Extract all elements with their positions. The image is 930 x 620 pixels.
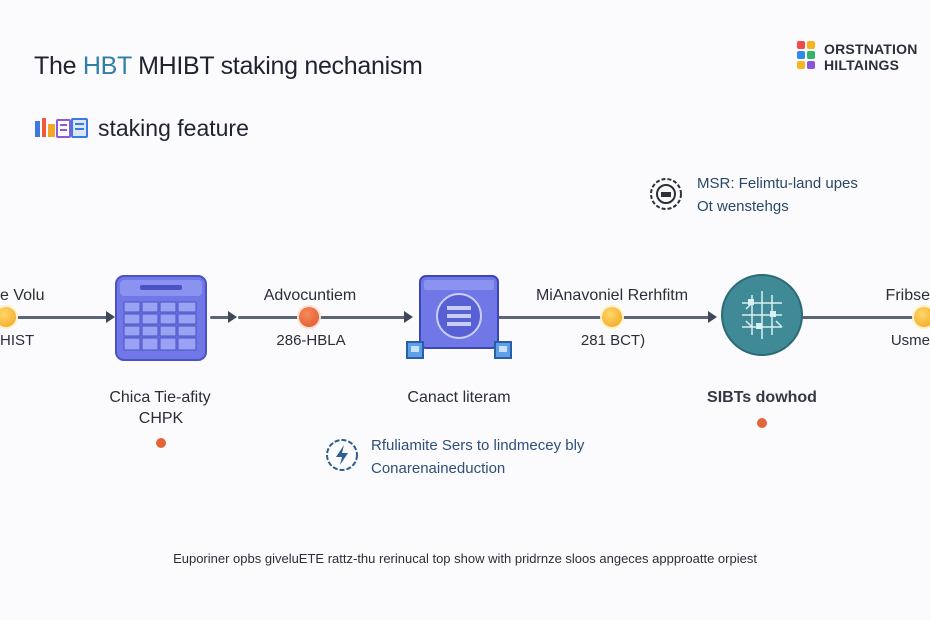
network-globe-icon xyxy=(721,274,803,356)
flow-line-4 xyxy=(802,316,930,319)
left-edge-top-label: e Volu xyxy=(0,287,45,304)
page-title: The HBT MHIBT staking nechanism xyxy=(34,52,423,80)
segment-1-bottom-label: 286-HBLA xyxy=(276,332,346,349)
flow-arrow-1 xyxy=(106,311,115,323)
flow-arrow-2 xyxy=(404,311,413,323)
node-1-dot xyxy=(156,438,166,448)
mid-note-line-2: Conarenaineduction xyxy=(371,460,506,477)
lightning-badge-icon xyxy=(326,439,358,471)
node-1-label-line-2: CHPK xyxy=(138,410,184,427)
segment-1-top-label: Advocuntiem xyxy=(263,287,357,304)
node-3-label: SIBTs dowhod xyxy=(707,389,817,406)
flow-line-1 xyxy=(0,316,108,319)
node-3-dot xyxy=(757,418,767,428)
brand: ORSTNATION HILTAINGS xyxy=(796,40,918,74)
gear-badge-icon xyxy=(650,178,682,210)
subtitle-label: staking feature xyxy=(98,115,249,141)
flow-line-2a xyxy=(210,316,230,319)
flow-arrow-2a xyxy=(228,311,237,323)
mid-note: Rfuliamite Sers to lindmecey bly Conaren… xyxy=(371,434,584,480)
node-1-label-line-1: Chica Tie-afity xyxy=(109,389,211,406)
token-coin-1 xyxy=(0,307,16,327)
segment-2-bottom-label: 281 BCT) xyxy=(580,332,646,349)
staking-feature-icon xyxy=(35,117,88,138)
node-2-label: Canact literam xyxy=(407,389,511,406)
top-note: MSR: Felimtu-land upes Ot wenstehgs xyxy=(697,172,858,218)
token-coin-4 xyxy=(914,307,930,327)
flow-line-2 xyxy=(238,316,406,319)
brand-line-1: ORSTNATION xyxy=(824,41,918,57)
calculator-icon xyxy=(115,275,207,361)
left-edge-bottom-label: HIST xyxy=(0,332,35,349)
brand-line-2: HILTAINGS xyxy=(824,57,900,73)
footer-caption: Euporiner opbs giveluETE rattz-thu rerin… xyxy=(173,551,757,566)
server-icon xyxy=(406,275,512,359)
brand-logo-icon xyxy=(797,41,815,69)
flow-arrow-3 xyxy=(708,311,717,323)
mid-note-line-1: Rfuliamite Sers to lindmecey bly xyxy=(371,437,585,454)
right-edge-bottom-label: Usme xyxy=(890,332,930,349)
top-note-line-2: Ot wenstehgs xyxy=(697,198,789,215)
top-note-line-1: MSR: Felimtu-land upes xyxy=(697,175,858,192)
right-edge-top-label: Fribse xyxy=(885,287,930,304)
subtitle: staking feature xyxy=(34,115,249,142)
token-coin-3 xyxy=(602,307,622,327)
segment-2-top-label: MiAnavoniel Rerhfitm xyxy=(535,287,689,304)
token-coin-2 xyxy=(299,307,319,327)
